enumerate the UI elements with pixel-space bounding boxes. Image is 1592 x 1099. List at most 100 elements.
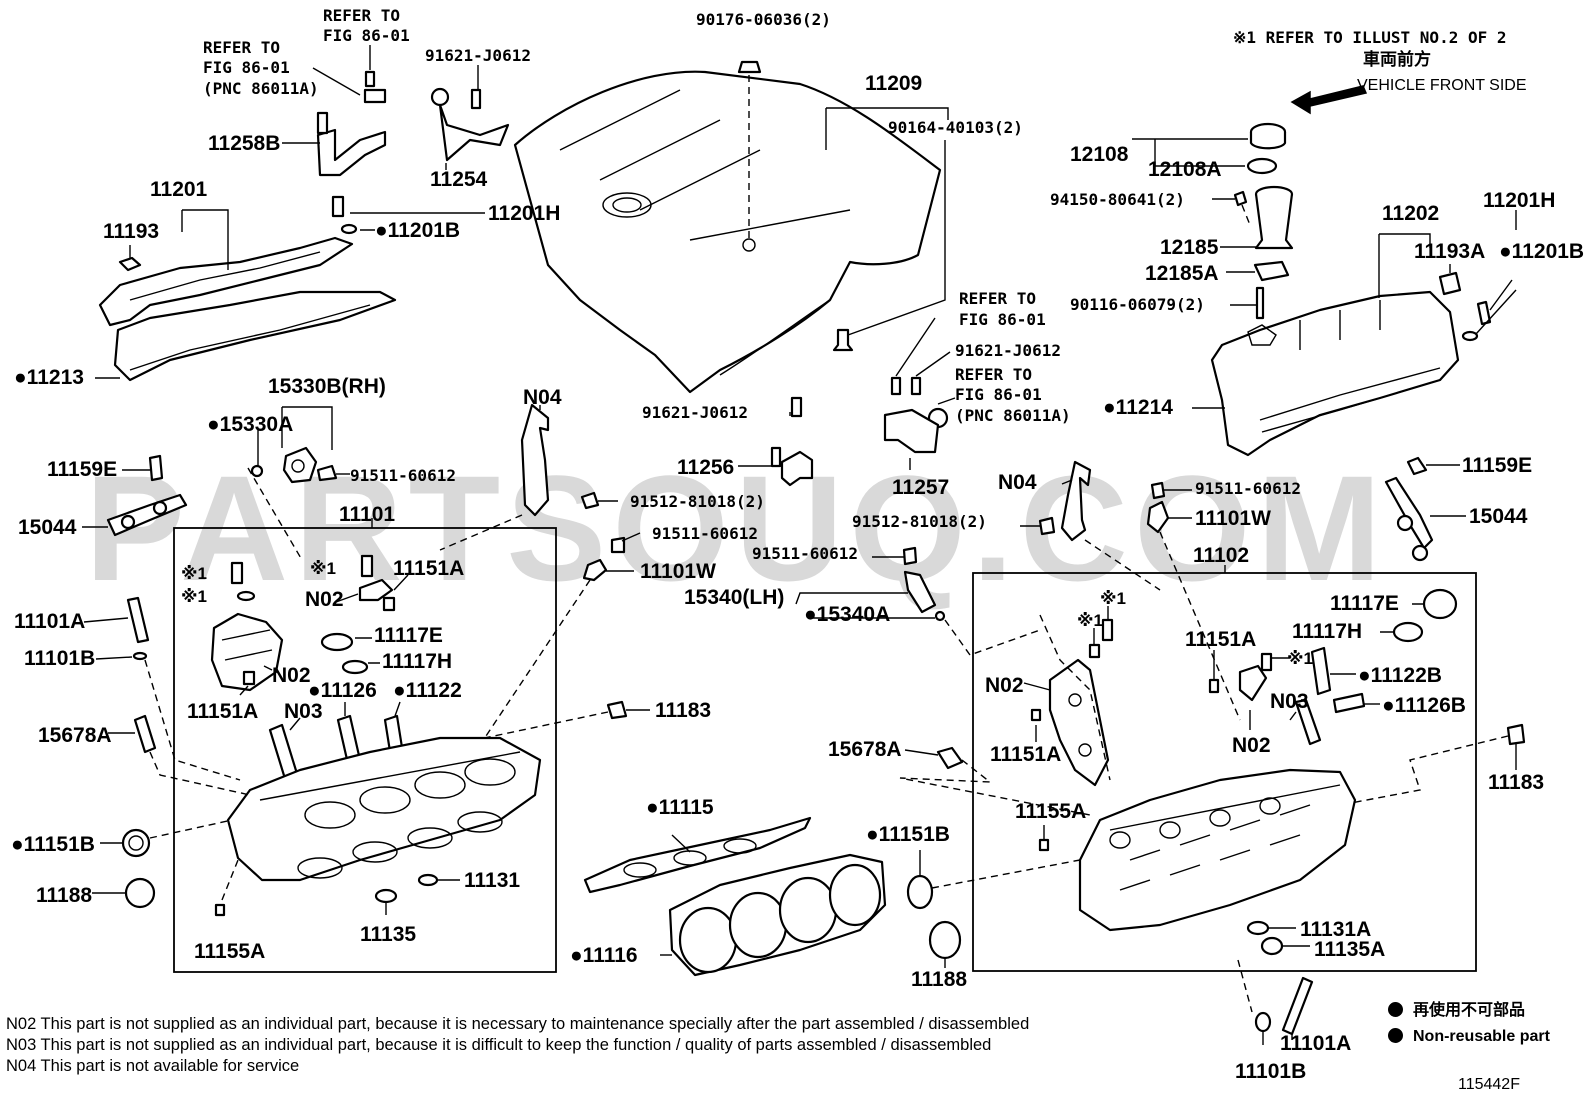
label-11213: ●11213 — [14, 366, 84, 389]
plug-11183-right[interactable] — [1506, 723, 1526, 746]
stud-90116[interactable] — [1255, 286, 1265, 320]
washer-11201B-right[interactable] — [1461, 330, 1479, 342]
bolt-11201H[interactable] — [331, 195, 345, 218]
o-ring-11117H-left[interactable] — [341, 659, 369, 675]
grommet-11193[interactable] — [118, 256, 142, 272]
bolt-91511b[interactable] — [610, 536, 626, 554]
washer-11101B-right[interactable] — [1254, 1011, 1272, 1033]
gasket-12185A[interactable] — [1253, 260, 1290, 282]
oil-control-valve-15340[interactable] — [903, 570, 937, 614]
o-ring-15340A[interactable] — [934, 610, 946, 622]
cap-n02-left[interactable] — [358, 578, 394, 602]
label-x1-a: ※1 — [181, 564, 207, 583]
pin-11151A-c[interactable] — [1030, 708, 1042, 722]
gasket-12108A[interactable] — [1246, 157, 1278, 175]
dashline-15678A-left — [149, 751, 251, 796]
bracket-11256[interactable] — [770, 396, 814, 487]
bolt-11159E-left[interactable] — [148, 454, 164, 482]
grommet-90176[interactable] — [737, 60, 762, 74]
label-11117E-left: 11117E — [374, 624, 443, 647]
dashline-94150 — [1241, 204, 1251, 226]
plug-11117E-right[interactable] — [1422, 588, 1458, 620]
seal-11151B-right[interactable] — [906, 874, 934, 910]
bracket-n04-left[interactable] — [520, 403, 550, 517]
cylinder-head-cover-11202[interactable] — [1210, 290, 1460, 457]
label-15340: 15340(LH) — [684, 586, 784, 609]
bolt-91511d[interactable] — [1150, 481, 1166, 500]
grommet-11193A[interactable] — [1438, 271, 1462, 296]
bolt-94150[interactable] — [1233, 190, 1248, 207]
stud-11126B[interactable] — [1332, 692, 1366, 714]
washer-11135[interactable] — [374, 888, 398, 904]
oil-filler-neck-12185[interactable] — [1254, 185, 1294, 250]
washer-x1-left[interactable] — [236, 590, 256, 602]
sensor-15678A-left[interactable] — [133, 714, 157, 754]
washer-11131[interactable] — [417, 873, 439, 887]
bolt-11101A-right[interactable] — [1281, 976, 1314, 1036]
bolt-x1-left-b[interactable] — [360, 554, 374, 578]
cap-n02-right[interactable] — [1238, 664, 1268, 702]
plug-11101W-right[interactable] — [1146, 500, 1170, 534]
oil-control-valve-15330B[interactable] — [282, 446, 318, 484]
tube-n03-right[interactable] — [1294, 698, 1322, 746]
oil-filler-cap-12108[interactable] — [1249, 122, 1287, 150]
bolt-refer-a[interactable] — [364, 70, 376, 88]
washer-11131A[interactable] — [1246, 920, 1270, 936]
camshaft-housing-left[interactable] — [210, 612, 284, 692]
o-ring-11117H-right[interactable] — [1392, 621, 1424, 643]
bolt-x1-right-b[interactable] — [1088, 643, 1101, 659]
bolt-91512b[interactable] — [1038, 516, 1056, 536]
bolt-x1-right-a[interactable] — [1101, 618, 1114, 642]
pin-11155A-left[interactable] — [214, 903, 226, 917]
pin-11151A-d[interactable] — [1208, 678, 1220, 694]
label-refer-3a: REFER TO — [959, 289, 1036, 308]
o-ring-15330A[interactable] — [250, 464, 264, 478]
bolt-11159E-right[interactable] — [1406, 456, 1428, 476]
plug-11188-right[interactable] — [928, 920, 962, 960]
bracket-11258B[interactable] — [316, 111, 387, 177]
label-91621c: 91621-J0612 — [955, 341, 1061, 360]
bolt-x1-left-a[interactable] — [230, 561, 244, 585]
bracket-11254[interactable] — [430, 87, 510, 162]
cylinder-head-cover-11201[interactable] — [98, 236, 397, 382]
leader-11101W-left — [606, 532, 641, 572]
pin-11151A-b[interactable] — [242, 670, 256, 686]
sensor-15678A-right[interactable] — [936, 746, 964, 770]
plug-11117E-left[interactable] — [320, 632, 354, 652]
bracket-n04-right[interactable] — [1060, 460, 1092, 542]
cylinder-head-11101[interactable] — [226, 736, 542, 882]
label-refer-4a: REFER TO — [955, 365, 1032, 384]
note-n02: N02 This part is not supplied as an indi… — [6, 1015, 1030, 1033]
bolt-11201H-right[interactable] — [1476, 300, 1492, 326]
seal-11151B-left[interactable] — [121, 828, 151, 858]
cylinder-head-11102[interactable] — [1078, 768, 1357, 932]
bolt-x1-right-c[interactable] — [1260, 652, 1273, 672]
bolt-11101A-left[interactable] — [126, 596, 150, 644]
bolt-91511c[interactable] — [902, 546, 918, 566]
washer-11101B-left[interactable] — [132, 651, 148, 661]
engine-cover-11209[interactable] — [513, 70, 942, 394]
bolt-91512a[interactable] — [580, 491, 600, 510]
clip-refer-a[interactable] — [363, 88, 387, 104]
pin-11155A-right[interactable] — [1038, 838, 1050, 852]
camshaft-housing-right[interactable] — [1048, 658, 1110, 787]
washer-11135A[interactable] — [1260, 936, 1284, 956]
bolt-91511a[interactable] — [316, 464, 338, 482]
bracket-11257[interactable] — [883, 376, 949, 454]
label-11131A: 11131A — [1300, 918, 1371, 941]
pin-11151A-a[interactable] — [382, 596, 396, 612]
plug-11183-left[interactable] — [606, 700, 628, 720]
oil-pipe-15044-left[interactable] — [106, 493, 188, 537]
oil-pipe-15044-right[interactable] — [1384, 476, 1434, 562]
label-11188-right: 11188 — [911, 968, 967, 991]
plug-11101W-left[interactable] — [582, 558, 608, 582]
label-11151A-d: 11151A — [990, 743, 1061, 766]
washer-11201B[interactable] — [340, 223, 358, 235]
gasket-11115[interactable] — [583, 816, 812, 894]
label-11257: 11257 — [892, 476, 949, 499]
label-15678A-left: 15678A — [38, 724, 112, 747]
cylinder-head-gasket-11116[interactable] — [668, 853, 887, 977]
bolt-90164[interactable] — [832, 328, 854, 352]
plug-11188-left[interactable] — [124, 877, 156, 909]
stud-11122B[interactable] — [1310, 646, 1332, 696]
